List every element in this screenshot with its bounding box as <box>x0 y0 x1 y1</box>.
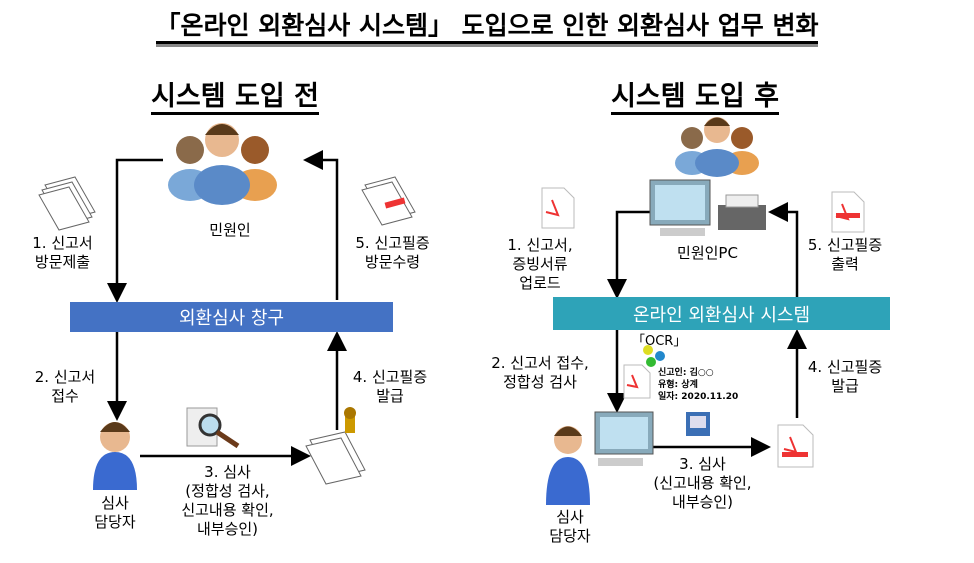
pdf-approved-icon-issue <box>777 424 814 468</box>
after-bar-system: 온라인 외환심사 시스템 <box>553 297 890 330</box>
magnifier-document-icon <box>186 407 240 449</box>
before-step2-label: 2. 신고서 접수 <box>34 368 96 405</box>
after-step1-label: 1. 신고서, 증빙서류 업로드 <box>507 236 573 292</box>
title-text: 「온라인 외환심사 시스템」 도입으로 인한 외환심사 업무 변화 <box>155 11 819 44</box>
reviewer-icon-before <box>93 422 137 490</box>
before-step4-label: 4. 신고필증 발급 <box>352 368 428 405</box>
after-reviewer-label: 심사 담당자 <box>549 508 591 545</box>
ocr-result: 신고인: 김○○ 유형: 상계 일자: 2020.11.20 <box>658 367 738 403</box>
before-bar-counter: 외환심사 창구 <box>70 302 393 332</box>
before-step5-label: 5. 신고필증 방문수령 <box>355 234 430 271</box>
before-reviewer-label: 심사 담당자 <box>94 494 136 531</box>
document-stack-icon <box>38 176 96 231</box>
applicant-pc-icon <box>649 179 711 236</box>
pdf-icon-ocr <box>623 364 651 399</box>
after-heading: 시스템 도입 후 <box>585 74 805 115</box>
reviewer-pc-icon <box>594 411 654 466</box>
before-arrow-5 <box>303 150 339 300</box>
before-applicant-label: 민원인 <box>209 221 251 239</box>
after-applicant-label: 민원인PC <box>677 244 738 262</box>
approved-document-stack-icon <box>361 176 416 226</box>
after-step5-label: 5. 신고필증 출력 <box>807 236 883 273</box>
printer-icon <box>718 194 766 230</box>
reviewer-icon-after <box>546 426 590 505</box>
after-arrow-5 <box>768 202 799 297</box>
pdf-icon-upload <box>541 187 575 229</box>
after-step2-label: 2. 신고서 접수, 정합성 검사 <box>491 354 589 391</box>
ocr-line-type: 유형: 상계 <box>658 380 698 390</box>
ocr-line-applicant: 신고인: 김○○ <box>658 368 714 378</box>
page-title: 「온라인 외환심사 시스템」 도입으로 인한 외환심사 업무 변화 <box>0 6 974 44</box>
ocr-process-icon <box>643 345 665 367</box>
ocr-line-date: 일자: 2020.11.20 <box>658 392 739 402</box>
before-step3-label: 3. 심사 (정합성 검사, 신고내용 확인, 내부승인) <box>181 463 274 538</box>
before-arrow-1 <box>107 158 163 303</box>
network-icon <box>686 412 710 436</box>
before-heading: 시스템 도입 전 <box>120 74 350 115</box>
stamp-document-icon <box>305 407 366 485</box>
ocr-label: 「OCR」 <box>632 334 687 349</box>
people-icon-after <box>675 117 759 177</box>
after-step4-label: 4. 신고필증 발급 <box>807 358 883 395</box>
after-heading-text: 시스템 도입 후 <box>611 81 779 115</box>
people-icon-before <box>168 123 277 205</box>
after-step3-label: 3. 심사 (신고내용 확인, 내부승인) <box>653 455 752 511</box>
before-step1-label: 1. 신고서 방문제출 <box>32 234 93 271</box>
after-arrow-1 <box>607 210 650 299</box>
pdf-approved-icon-print <box>831 191 865 233</box>
before-heading-text: 시스템 도입 전 <box>151 81 319 115</box>
